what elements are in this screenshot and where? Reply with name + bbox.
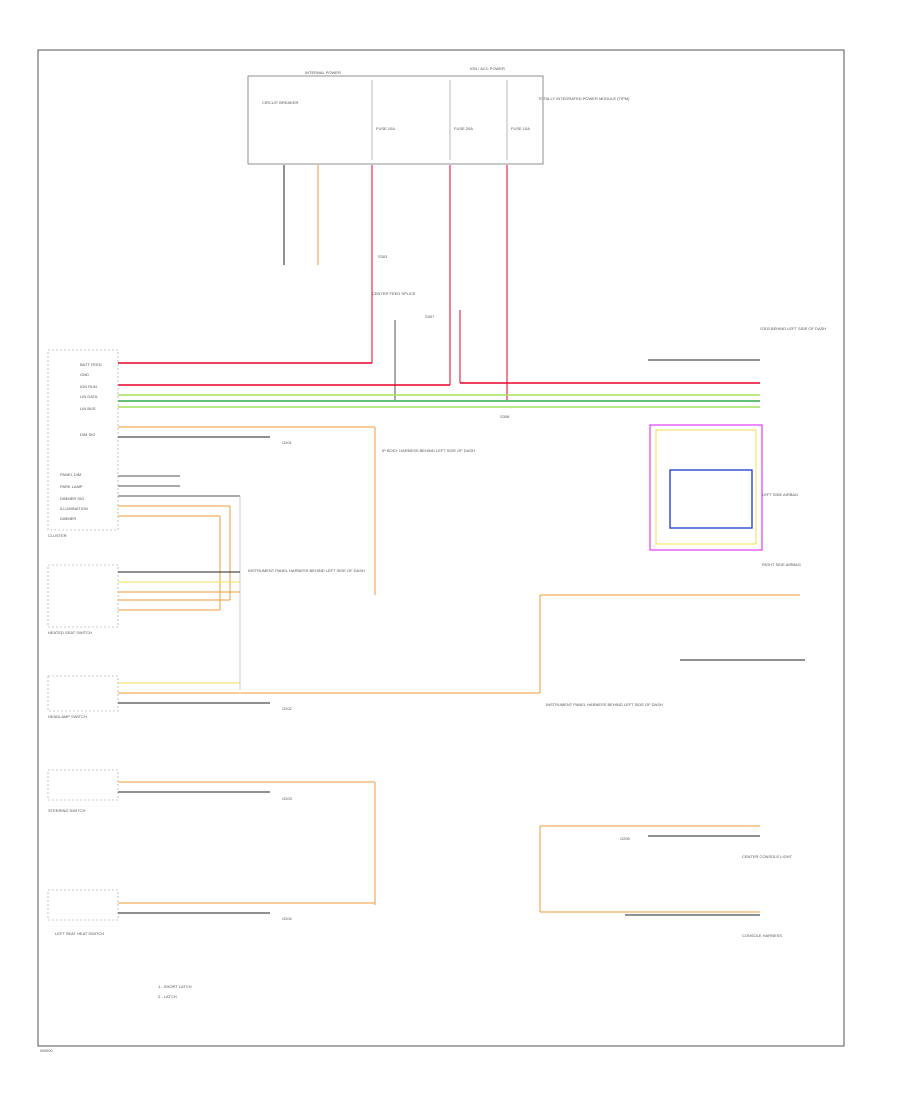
g202: G202 <box>282 706 293 711</box>
left-seat-heat-switch: LEFT SEAT HEAT SWITCH <box>47 889 375 936</box>
steering-switch-label: STEERING SWITCH <box>48 808 85 813</box>
center-harness-note: INSTRUMENT PANEL HARNESS BEHIND LEFT SID… <box>546 702 663 707</box>
tipm-title-right: IGN / ACC POWER <box>470 66 505 71</box>
console-harness-label: CONSOLE HARNESS <box>742 933 782 938</box>
pin-illumination: ILLUMINATION <box>60 506 88 511</box>
pin-park-lamp: PARK LAMP <box>60 484 83 489</box>
splice-box-label: CENTER FEED SPLICE <box>372 291 416 296</box>
pin-gnd: GND <box>80 372 89 377</box>
fuse-3: FUSE 10A <box>511 126 530 131</box>
cluster-wires <box>118 426 376 690</box>
tipm-side-note: TOTALLY INTEGRATED POWER MODULE (TIPM) <box>538 96 630 101</box>
center-console-label: CENTER CONSOLE LIGHT <box>742 854 793 859</box>
junction-a: S303 <box>378 254 388 259</box>
fuse-2: FUSE 20A <box>454 126 473 131</box>
fuse-link-note: IP BODY HARNESS BEHIND LEFT SIDE OF DASH <box>382 448 475 453</box>
left-airbag-label: LEFT SIDE AIRBAG <box>762 492 798 497</box>
g203: G203 <box>282 796 293 801</box>
pin-batt-feed: BATT FEED <box>80 362 102 367</box>
diagram-frame <box>37 49 845 1047</box>
ground-top-right: G303 BEHIND LEFT SIDE OF DASH <box>760 326 826 331</box>
fuse-1: FUSE 10A <box>376 126 395 131</box>
pin-panel-dim: PANEL DIM <box>60 472 81 477</box>
console-group: CENTER CONSOLE LIGHT CONSOLE HARNESS <box>539 825 793 938</box>
pin-dim-sig: DIM SIG <box>80 432 95 437</box>
g205: G205 <box>620 836 631 841</box>
pin-dimmer-sig: DIMMER SIG <box>60 496 84 501</box>
pin-lin-bus: LIN BUS <box>80 406 96 411</box>
left-seat-heat-label: LEFT SEAT HEAT SWITCH <box>55 931 104 936</box>
legend-a: 1 - SHORT LATCH <box>158 984 192 989</box>
pin-lin-data: LIN DATA <box>80 394 98 399</box>
top-wires <box>283 165 508 400</box>
steering-switch: STEERING SWITCH <box>47 769 376 905</box>
junction-b: S307 <box>425 314 435 319</box>
g201: G201 <box>282 440 293 445</box>
heated-seat-switch: HEATED SEAT SWITCH <box>47 564 240 635</box>
heated-seat-switch-label: HEATED SEAT SWITCH <box>48 630 92 635</box>
corner-code: W0000 <box>40 1048 53 1053</box>
pin-dimmer: DIMMER <box>60 516 76 521</box>
legend-b: 2 - LATCH <box>158 994 177 999</box>
cluster-label: CLUSTER <box>48 533 67 538</box>
g204: G204 <box>282 916 293 921</box>
cluster-connector: BATT FEED GND IGN RUN LIN DATA LIN BUS D… <box>47 349 119 538</box>
instrument-panel-note: INSTRUMENT PANEL HARNESS BEHIND LEFT SID… <box>248 568 365 573</box>
airbag-group: LEFT SIDE AIRBAG RIGHT SIDE AIRBAG <box>649 424 801 567</box>
right-airbag-label: RIGHT SIDE AIRBAG <box>762 562 801 567</box>
tipm-section: CIRCUIT BREAKER <box>262 100 298 105</box>
tipm-title-left: INTERNAL POWER <box>305 70 341 75</box>
pin-ign-run: IGN RUN <box>80 384 97 389</box>
tipm-box: INTERNAL POWER IGN / ACC POWER CIRCUIT B… <box>247 66 630 165</box>
headlamp-switch: HEADLAMP SWITCH <box>47 675 540 719</box>
bus-wires <box>118 359 760 408</box>
headlamp-switch-label: HEADLAMP SWITCH <box>48 714 87 719</box>
junction-c: S308 <box>500 414 510 419</box>
